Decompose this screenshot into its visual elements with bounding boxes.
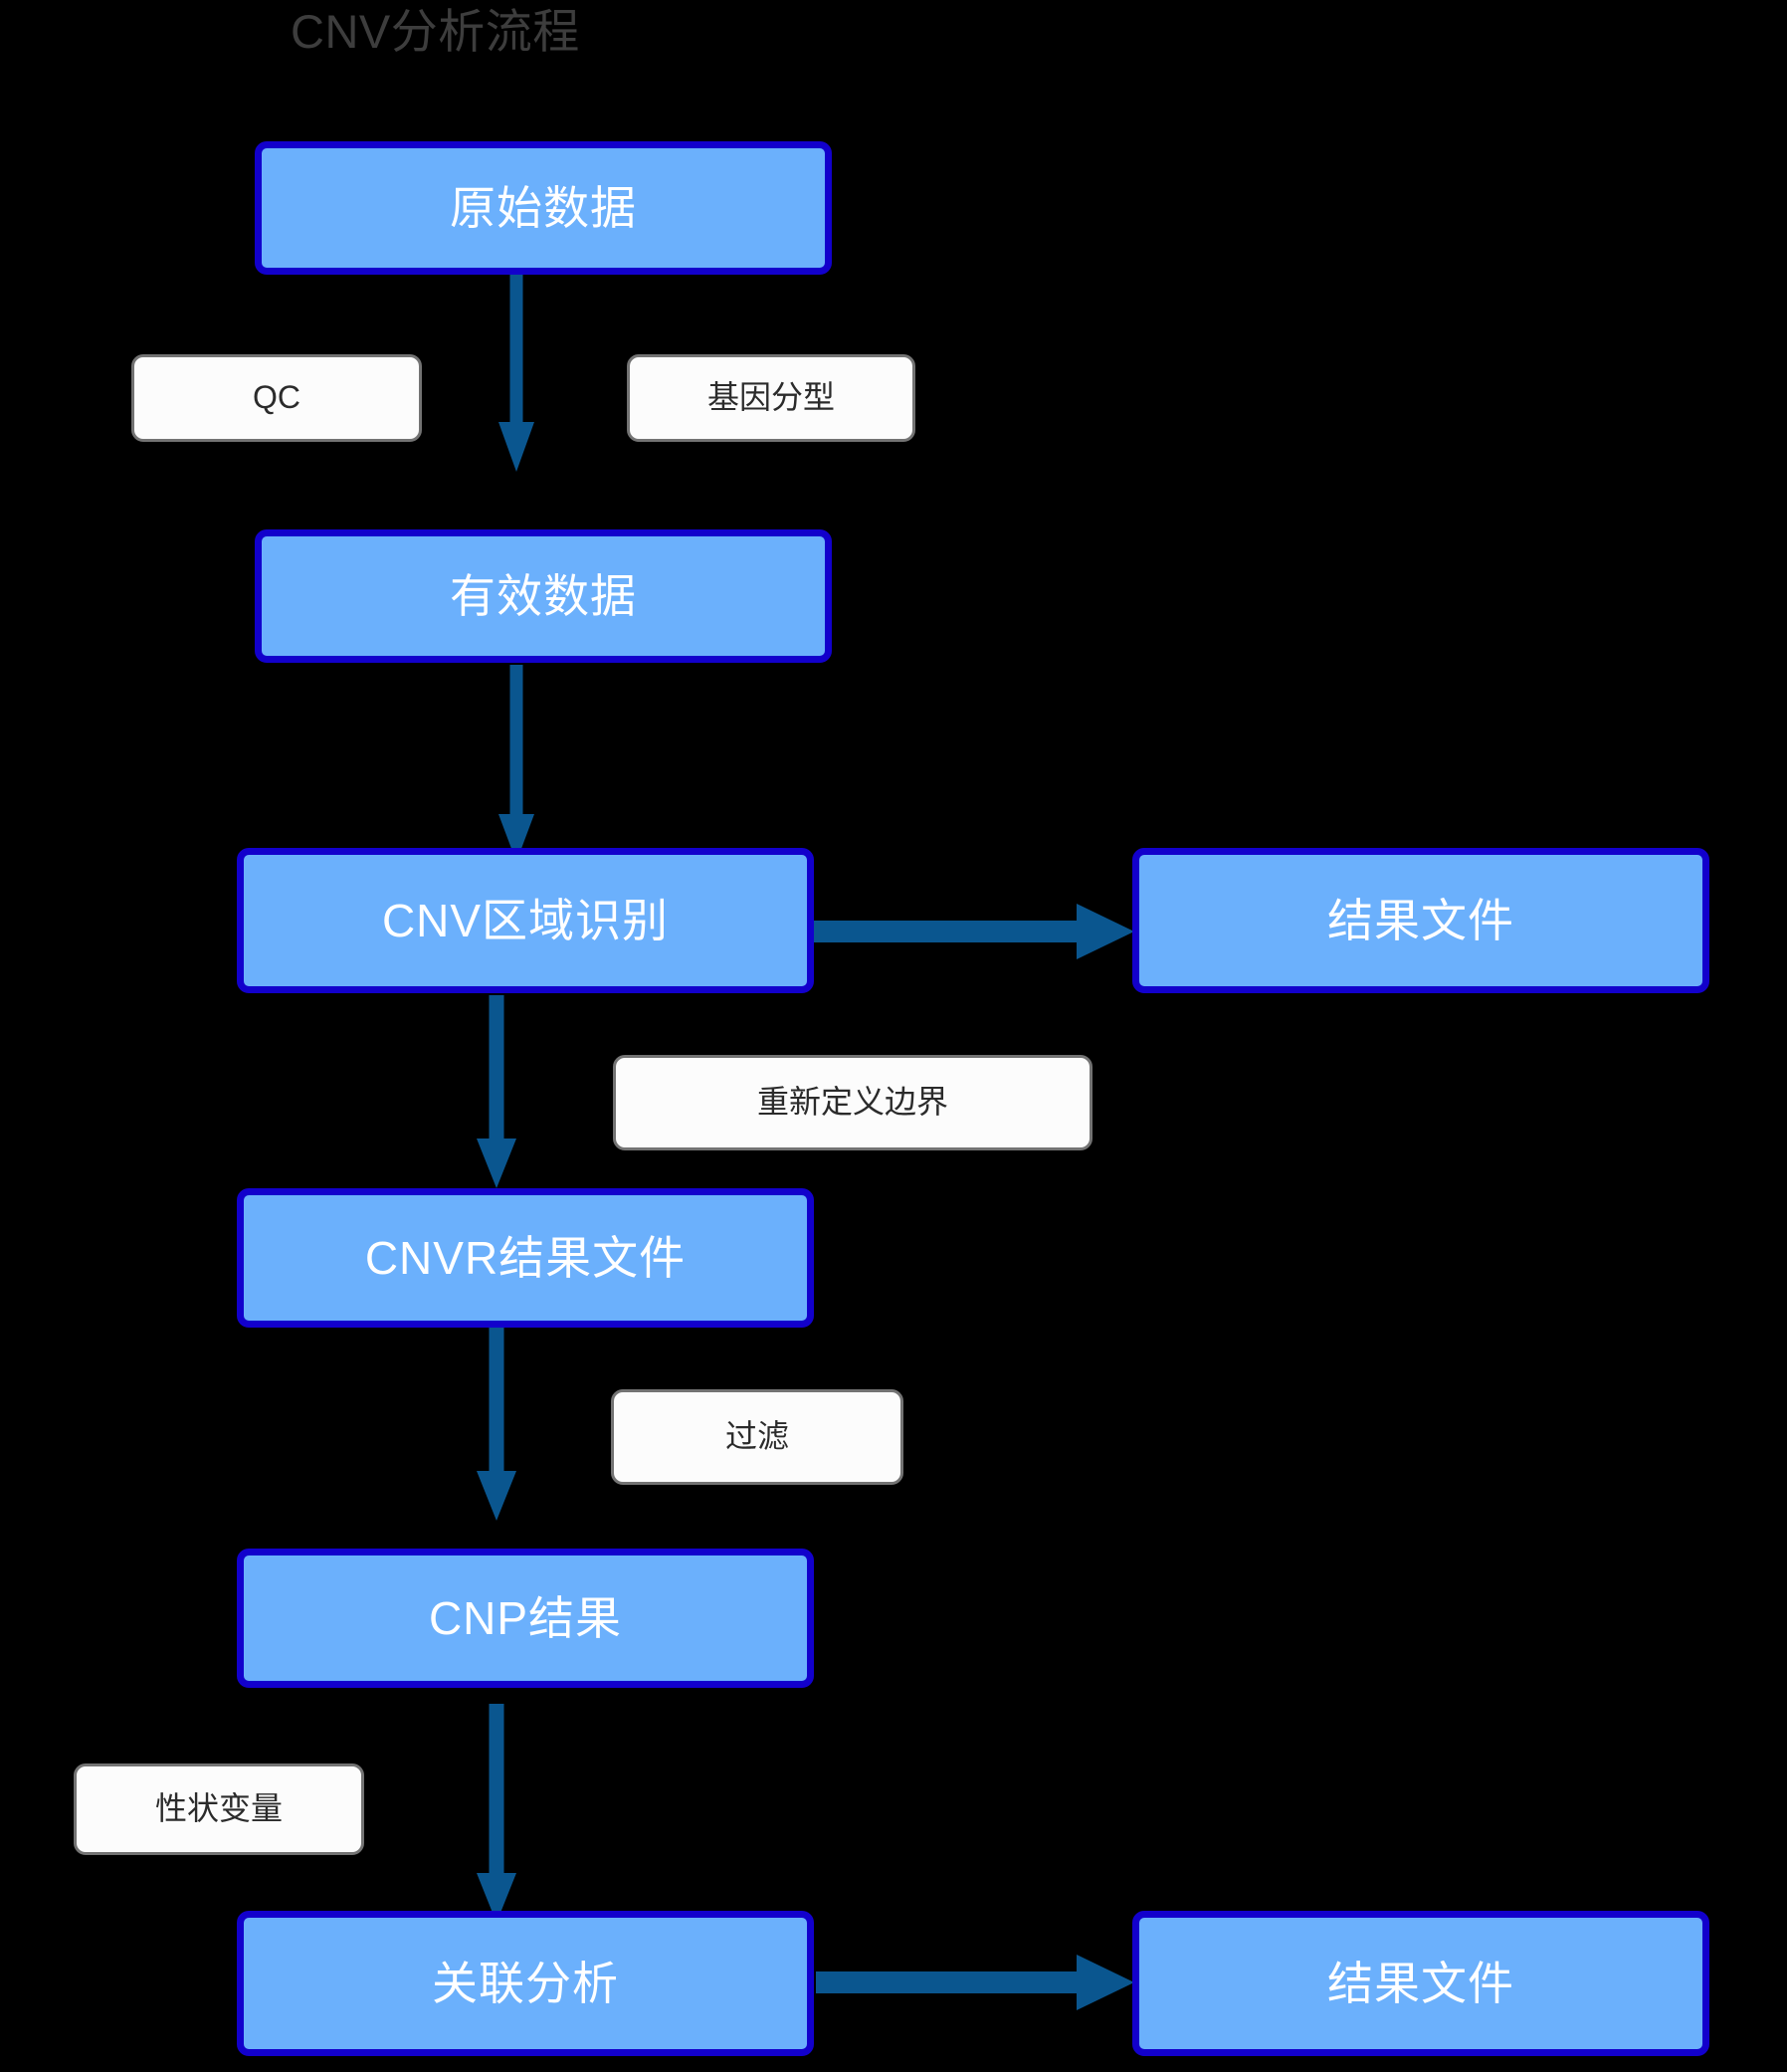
edge-label-qc[interactable]: QC [131,354,422,442]
node-label: CNP结果 [428,1591,623,1644]
edge-label-trait-variable[interactable]: 性状变量 [74,1763,364,1855]
node-cnv-region[interactable]: CNV区域识别 [237,848,814,993]
edge-label-text: QC [253,379,300,416]
node-result-file-1[interactable]: 结果文件 [1132,848,1709,993]
edge-label-text: 基因分型 [706,379,835,416]
arrow-cnvr-to-cnp [476,1328,517,1521]
page-title: CNV分析流程 [291,5,580,58]
edge-label-text: 过滤 [724,1418,789,1455]
node-cnvr-file[interactable]: CNVR结果文件 [237,1188,814,1328]
node-cnp-result[interactable]: CNP结果 [237,1549,814,1688]
arrow-cnp-to-assoc [476,1704,517,1923]
node-valid-data[interactable]: 有效数据 [255,529,832,663]
node-label: CNV区域识别 [381,894,670,946]
edge-label-redefine[interactable]: 重新定义边界 [613,1055,1092,1150]
arrow-valid-to-cnv [496,665,537,862]
edge-label-text: 性状变量 [154,1790,283,1827]
node-result-file-2[interactable]: 结果文件 [1132,1911,1709,2056]
edge-label-genotyping[interactable]: 基因分型 [627,354,915,442]
node-label: CNVR结果文件 [364,1231,687,1284]
node-raw-data[interactable]: 原始数据 [255,141,832,275]
node-label: 原始数据 [450,181,637,234]
node-label: 结果文件 [1327,1957,1514,2009]
node-label: 结果文件 [1327,894,1514,946]
edge-label-filter[interactable]: 过滤 [611,1389,903,1485]
node-label: 有效数据 [450,569,637,622]
edge-label-text: 重新定义边界 [756,1084,948,1121]
node-assoc-analysis[interactable]: 关联分析 [237,1911,814,2056]
node-label: 关联分析 [432,1957,619,2009]
arrow-cnv-to-cnvr [476,995,517,1188]
arrow-cnv-to-result1 [812,902,1134,961]
arrow-assoc-to-result2 [816,1953,1134,2012]
